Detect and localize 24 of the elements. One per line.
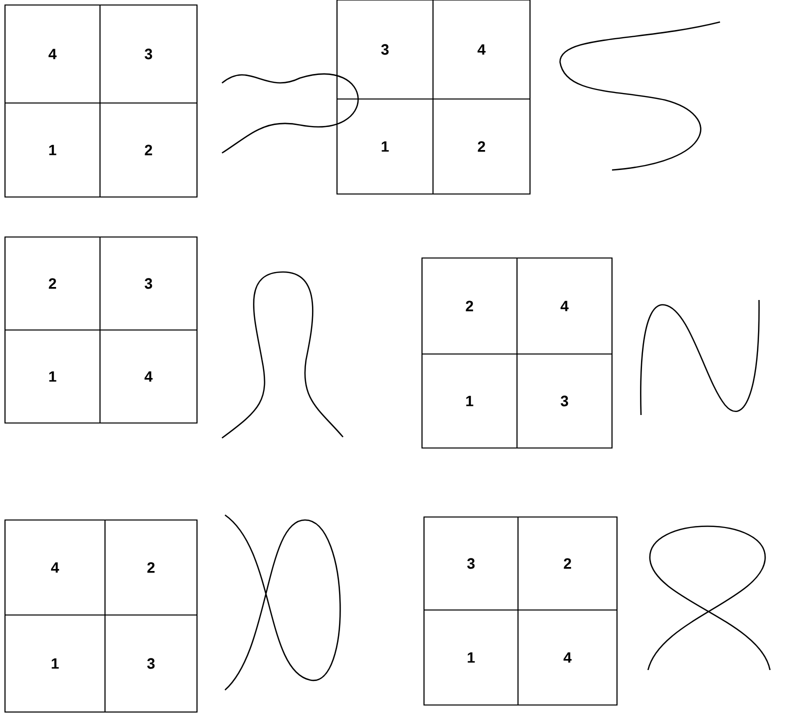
cell-number: 3 bbox=[381, 44, 389, 55]
cell-number: 2 bbox=[144, 144, 152, 156]
cell-number: 2 bbox=[147, 562, 155, 573]
cell-number: 4 bbox=[478, 44, 486, 55]
cell-number: 2 bbox=[478, 141, 486, 152]
cell-number: 3 bbox=[467, 558, 475, 569]
cell-number: 3 bbox=[147, 658, 155, 669]
cell-number: 2 bbox=[466, 300, 474, 312]
cell-number: 1 bbox=[468, 652, 475, 663]
cell-number: 4 bbox=[144, 371, 153, 382]
cell-number: 1 bbox=[382, 141, 389, 152]
cell-number: 4 bbox=[560, 300, 569, 312]
cell-number: 4 bbox=[48, 48, 57, 60]
cell-number: 3 bbox=[144, 48, 152, 60]
cell-number: 4 bbox=[564, 652, 572, 663]
cell-number: 1 bbox=[52, 658, 59, 669]
cell-number: 1 bbox=[49, 144, 56, 156]
cell-number: 1 bbox=[49, 371, 56, 382]
cell-number: 3 bbox=[144, 278, 152, 289]
cell-number: 1 bbox=[466, 396, 474, 406]
cell-number: 2 bbox=[48, 278, 56, 289]
cell-number: 4 bbox=[51, 562, 60, 573]
cell-number: 2 bbox=[564, 558, 572, 569]
cell-number: 3 bbox=[560, 396, 568, 406]
